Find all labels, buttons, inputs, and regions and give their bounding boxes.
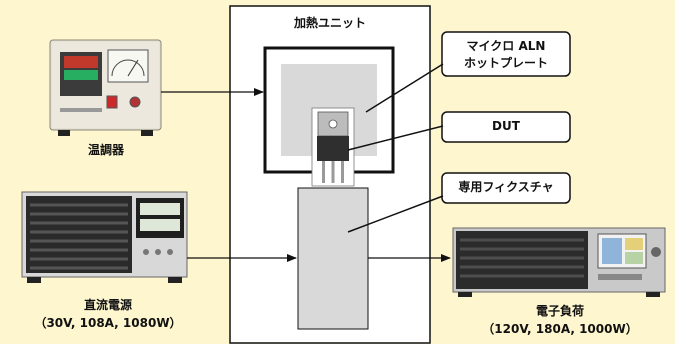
heating-unit-label: 加熱ユニット: [293, 16, 367, 30]
callout-dut: [347, 111, 571, 151]
fixture-label: 専用フィクスチャ: [458, 180, 554, 194]
hotplate-label-line1: マイクロ ALN: [466, 39, 546, 53]
temp-controller-label: 温調器: [87, 143, 125, 157]
callout-hotplate: [365, 31, 571, 113]
temp-controller-device: [49, 39, 162, 136]
hotplate-callout-text: マイクロ ALN ホットプレート: [442, 38, 570, 72]
dut-label: DUT: [492, 119, 520, 133]
dc-power-label: 直流電源: [83, 298, 133, 312]
dc-power-spec: （30V, 108A, 1080W）: [34, 316, 182, 330]
electronic-load-spec: （120V, 180A, 1000W）: [482, 322, 638, 336]
dc-power-device: [21, 191, 188, 283]
electronic-load-label: 電子負荷: [535, 304, 585, 318]
hotplate-label-line2: ホットプレート: [463, 56, 548, 70]
fixture-block: [297, 187, 369, 330]
dut-package: [311, 107, 355, 187]
electronic-load-device: [452, 227, 666, 297]
callout-fixture: [347, 172, 571, 233]
